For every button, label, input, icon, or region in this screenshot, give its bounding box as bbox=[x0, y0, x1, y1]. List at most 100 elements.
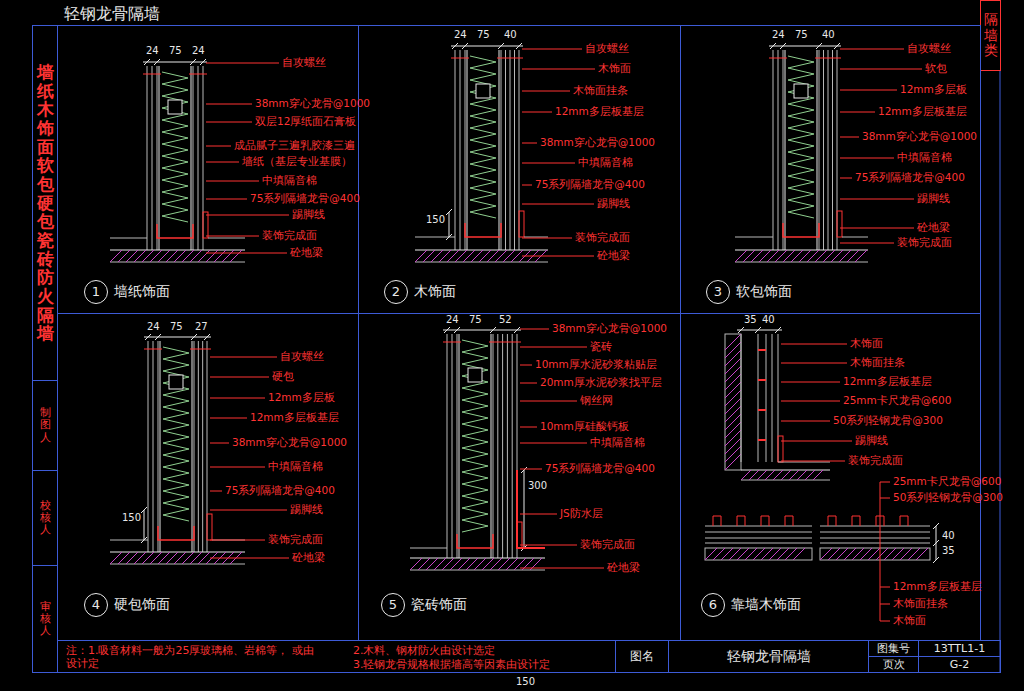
leader-line bbox=[781, 421, 830, 422]
cladding-line bbox=[741, 334, 742, 462]
board-line bbox=[457, 334, 458, 558]
callout-text: 砼地梁 bbox=[292, 551, 325, 564]
panel-title: 木饰面 bbox=[414, 283, 456, 300]
leader-line bbox=[520, 383, 537, 384]
slab-line bbox=[110, 262, 245, 263]
leader-line bbox=[840, 69, 922, 70]
callout-number: 4 bbox=[92, 597, 100, 613]
panel-title: 软包饰面 bbox=[736, 283, 792, 300]
callout-number: 2 bbox=[392, 284, 400, 300]
plan-layer bbox=[820, 543, 930, 544]
callout-text: 装饰完成面 bbox=[575, 231, 630, 244]
slab-hatch bbox=[813, 470, 823, 480]
callout-text: 钢丝网 bbox=[580, 394, 613, 407]
callout-text: 12mm多层板 bbox=[900, 83, 967, 96]
callout-text: 踢脚线 bbox=[917, 192, 950, 205]
leader-line bbox=[522, 238, 572, 239]
callout-text: 自攻螺丝 bbox=[585, 42, 629, 55]
frame-line bbox=[1000, 70, 1001, 672]
leader-line bbox=[522, 163, 575, 164]
callout-text: 踢脚线 bbox=[290, 503, 323, 516]
board-line bbox=[465, 50, 466, 250]
dimension-text: 24 bbox=[146, 45, 159, 57]
board-line bbox=[778, 50, 779, 250]
dimension-tick bbox=[780, 43, 786, 49]
callout-text: 25mm卡尺龙骨@600 bbox=[843, 394, 951, 407]
dimension-tick bbox=[145, 334, 151, 340]
leader-line bbox=[522, 112, 552, 113]
dimension-text: 75 bbox=[170, 321, 183, 333]
dimension-tick bbox=[462, 43, 468, 49]
plan-stud bbox=[828, 516, 836, 526]
slab-hatch bbox=[757, 470, 767, 480]
callout-text: 砼地梁 bbox=[290, 246, 323, 259]
slab-hatch bbox=[765, 470, 775, 480]
callout-text: 软包 bbox=[925, 62, 947, 75]
board-line bbox=[447, 334, 448, 558]
callout-text: 装饰完成面 bbox=[262, 229, 317, 242]
slab-line bbox=[410, 570, 545, 571]
panel-title: 硬包饰面 bbox=[114, 596, 170, 613]
callout-text: JS防水层 bbox=[560, 507, 603, 520]
wall-hatch bbox=[725, 414, 741, 430]
dimension-line bbox=[737, 330, 782, 331]
callout-text: 12mm多层板基层 bbox=[555, 105, 644, 118]
board-line bbox=[773, 50, 774, 250]
leader-line bbox=[520, 469, 542, 470]
leader-line bbox=[840, 49, 904, 50]
leader-line bbox=[210, 510, 287, 511]
callout-text: 砼地梁 bbox=[597, 249, 630, 262]
dimension-tick bbox=[141, 507, 147, 513]
callout-text: 75系列隔墙龙骨@400 bbox=[545, 462, 655, 475]
board-line bbox=[497, 334, 498, 558]
board-line bbox=[152, 66, 153, 250]
board-line bbox=[832, 50, 833, 250]
board-line bbox=[198, 341, 199, 552]
leader-line bbox=[880, 604, 890, 605]
leader-line bbox=[840, 228, 914, 229]
wall-hatch bbox=[725, 382, 741, 398]
cell-text: G-2 bbox=[950, 658, 970, 671]
leader-line bbox=[520, 365, 532, 366]
category-band: 墙纸木饰面软包硬包瓷砖防火隔墙 bbox=[32, 25, 58, 381]
furring-channel bbox=[758, 409, 766, 411]
floor-track bbox=[465, 223, 501, 237]
callout-text: 12mm多层板基层 bbox=[250, 411, 339, 424]
callout-text: 自攻螺丝 bbox=[282, 56, 326, 69]
dimension-tick bbox=[834, 43, 840, 49]
dimension-tick bbox=[154, 59, 160, 65]
callout-text: 12mm多层板 bbox=[268, 391, 335, 404]
dimension-text: 40 bbox=[504, 29, 517, 41]
plan-hatch bbox=[793, 548, 805, 560]
sheet-title: 轻钢龙骨隔墙 bbox=[64, 4, 160, 23]
callout-circle: 4 bbox=[84, 593, 108, 617]
leader-line bbox=[840, 90, 897, 91]
slab-hatch bbox=[781, 470, 791, 480]
insulation-zigzag bbox=[462, 340, 488, 532]
leader-line bbox=[210, 418, 247, 419]
callout-text: 38mm穿心龙骨@1000 bbox=[552, 322, 667, 335]
callout-circle: 6 bbox=[701, 593, 725, 617]
cladding-line bbox=[766, 334, 767, 462]
leader-line bbox=[840, 137, 859, 138]
leader-line bbox=[206, 146, 231, 147]
slab-hatch bbox=[855, 250, 867, 262]
leader-line bbox=[520, 545, 577, 546]
stud-line bbox=[159, 66, 160, 250]
board-line bbox=[202, 341, 203, 552]
slab-line bbox=[741, 480, 830, 481]
dimension-text: 40 bbox=[942, 530, 955, 542]
category-text: 墙纸木饰面软包硬包瓷砖防火隔墙 bbox=[37, 63, 54, 343]
leader-line bbox=[880, 621, 890, 622]
dimension-tick bbox=[521, 467, 527, 473]
skirting bbox=[203, 212, 208, 238]
dimension-line bbox=[524, 470, 525, 548]
callout-number: 3 bbox=[714, 284, 722, 300]
wall-hatch bbox=[725, 358, 741, 374]
board-line bbox=[147, 66, 148, 250]
page-number: 150 bbox=[516, 676, 535, 688]
dimension-tick bbox=[933, 523, 939, 529]
board-line bbox=[823, 50, 824, 250]
plan-stud bbox=[852, 516, 860, 526]
callout-text: 中填隔音棉 bbox=[262, 174, 317, 187]
